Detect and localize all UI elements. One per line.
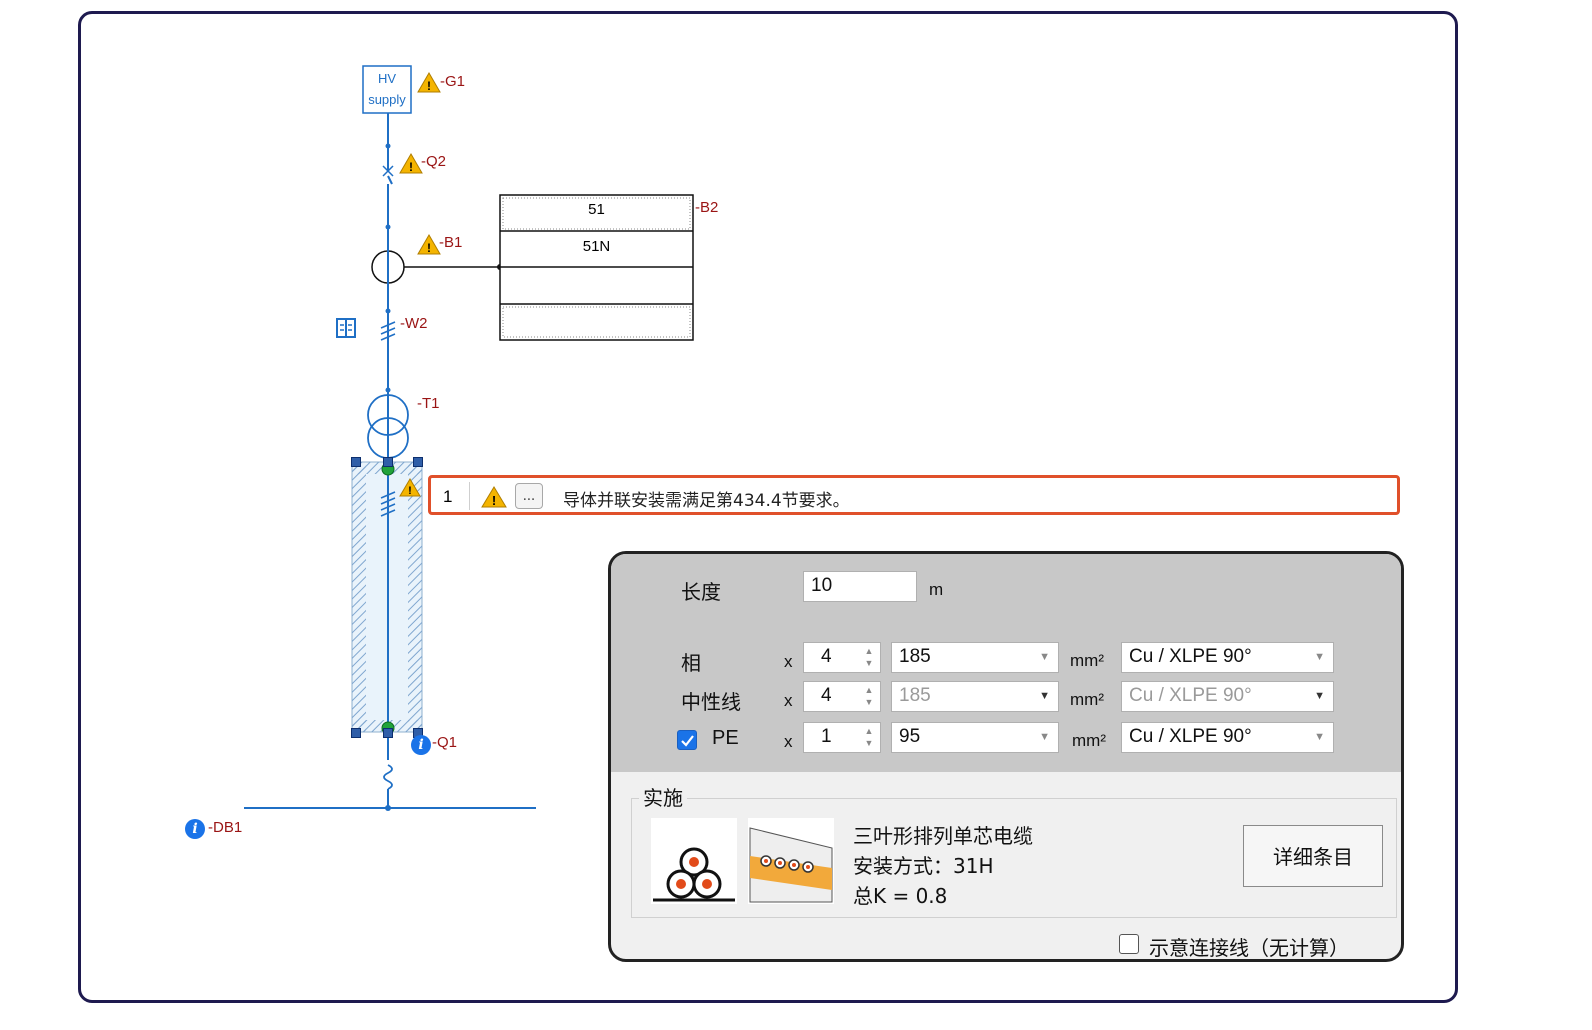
message-text: 导体并联安装需满足第434.4节要求。 xyxy=(563,491,850,511)
phase-size-value: 185 xyxy=(899,646,931,667)
hv-supply-box xyxy=(362,65,412,114)
implementation-title: 实施 xyxy=(639,782,687,811)
phase-count-stepper[interactable]: 4 ▲▼ xyxy=(803,642,881,673)
phase-size-select[interactable]: 185 ▼ xyxy=(891,642,1059,673)
pe-count-value: 1 xyxy=(821,726,832,747)
message-bar[interactable]: 1 ! ... 导体并联安装需满足第434.4节要求。 xyxy=(428,475,1400,515)
warning-icon: ! xyxy=(481,486,507,508)
chevron-down-icon: ▼ xyxy=(1039,690,1050,702)
neutral-size-select[interactable]: 185 ▼ xyxy=(891,681,1059,712)
ref-q1[interactable]: -Q1 xyxy=(432,734,458,751)
hv-supply-line2: supply xyxy=(368,92,406,107)
spinner-arrows-icon[interactable]: ▲▼ xyxy=(864,726,874,748)
implementation-method: 安装方式：31H xyxy=(853,854,994,878)
pe-mm2: mm² xyxy=(1072,731,1106,750)
neutral-mm2: mm² xyxy=(1070,690,1104,709)
warning-icon-cable: ! xyxy=(399,478,421,497)
selection-handle-tc[interactable] xyxy=(383,457,393,467)
neutral-material-value: Cu / XLPE 90° xyxy=(1129,685,1252,706)
implementation-group xyxy=(631,798,1397,918)
spinner-arrows-icon[interactable]: ▲▼ xyxy=(864,685,874,707)
cable-properties-panel: 长度 10 m 相 x 4 ▲▼ 185 ▼ mm² Cu / XLPE 90°… xyxy=(608,551,1404,962)
warning-icon-g1: ! xyxy=(417,72,441,93)
transformer-t1 xyxy=(367,394,409,436)
chevron-down-icon: ▼ xyxy=(1314,651,1325,663)
pe-count-stepper[interactable]: 1 ▲▼ xyxy=(803,722,881,753)
checkmark-icon xyxy=(681,735,694,747)
installation-tray-icon xyxy=(748,818,834,904)
selection-handle-bl[interactable] xyxy=(351,728,361,738)
neutral-material-select[interactable]: Cu / XLPE 90° ▼ xyxy=(1121,681,1334,712)
ref-t1[interactable]: -T1 xyxy=(417,395,440,412)
book-icon xyxy=(336,318,356,338)
pe-label: PE xyxy=(712,727,739,749)
svg-text:!: ! xyxy=(427,241,431,255)
ref-w2[interactable]: -W2 xyxy=(400,315,428,332)
selection-handle-tl[interactable] xyxy=(351,457,361,467)
selection-handle-bc[interactable] xyxy=(383,728,393,738)
svg-text:!: ! xyxy=(408,485,412,497)
phase-x: x xyxy=(784,652,793,671)
phase-mm2: mm² xyxy=(1070,651,1104,670)
message-details-button[interactable]: ... xyxy=(515,483,543,509)
pe-x: x xyxy=(784,732,793,751)
ref-db1[interactable]: -DB1 xyxy=(208,819,243,836)
phase-label: 相 xyxy=(681,651,701,675)
warning-icon-b1: ! xyxy=(417,234,441,255)
neutral-label: 中性线 xyxy=(681,690,741,714)
chevron-down-icon: ▼ xyxy=(1039,731,1050,743)
ref-g1[interactable]: -G1 xyxy=(440,73,466,90)
ref-b1[interactable]: -B1 xyxy=(439,234,463,251)
pe-material-select[interactable]: Cu / XLPE 90° ▼ xyxy=(1121,722,1334,753)
info-icon-q1[interactable]: i xyxy=(411,735,431,755)
relay-row-1[interactable]: 51 xyxy=(588,201,605,218)
relay-row-2[interactable]: 51N xyxy=(582,238,611,255)
hv-supply-line1: HV xyxy=(377,71,397,86)
implementation-description: 三叶形排列单芯电缆 xyxy=(853,824,1033,848)
svg-text:!: ! xyxy=(492,493,496,508)
pe-checkbox[interactable] xyxy=(677,730,697,750)
svg-text:!: ! xyxy=(409,160,413,174)
neutral-x: x xyxy=(784,691,793,710)
message-separator xyxy=(469,482,470,510)
ref-b2[interactable]: -B2 xyxy=(695,199,719,216)
hv-supply-label[interactable]: HV supply xyxy=(363,68,411,110)
svg-text:!: ! xyxy=(427,79,431,93)
chevron-down-icon: ▼ xyxy=(1039,651,1050,663)
neutral-size-value: 185 xyxy=(899,685,931,706)
pe-material-value: Cu / XLPE 90° xyxy=(1129,726,1252,747)
length-unit: m xyxy=(929,580,944,599)
message-index: 1 xyxy=(443,487,453,506)
warning-icon-q2: ! xyxy=(399,153,423,174)
chevron-down-icon: ▼ xyxy=(1314,731,1325,743)
length-input[interactable]: 10 xyxy=(803,571,917,602)
ref-q2[interactable]: -Q2 xyxy=(421,153,447,170)
pe-size-value: 95 xyxy=(899,726,921,747)
phase-count-value: 4 xyxy=(821,646,832,667)
details-button[interactable]: 详细条目 xyxy=(1243,825,1383,887)
chevron-down-icon: ▼ xyxy=(1314,690,1325,702)
selection-handle-tr[interactable] xyxy=(413,457,423,467)
schematic-connection-checkbox[interactable] xyxy=(1119,934,1139,954)
spinner-arrows-icon[interactable]: ▲▼ xyxy=(864,646,874,668)
phase-material-value: Cu / XLPE 90° xyxy=(1129,646,1252,667)
cable-trefoil-icon xyxy=(651,818,737,904)
neutral-count-value: 4 xyxy=(821,685,832,706)
neutral-count-stepper[interactable]: 4 ▲▼ xyxy=(803,681,881,712)
pe-size-select[interactable]: 95 ▼ xyxy=(891,722,1059,753)
implementation-total-k: 总K = 0.8 xyxy=(853,884,948,908)
schematic-connection-label: 示意连接线（无计算） xyxy=(1149,936,1349,960)
length-label: 长度 xyxy=(681,580,721,604)
relay-block-b2 xyxy=(499,194,694,341)
phase-material-select[interactable]: Cu / XLPE 90° ▼ xyxy=(1121,642,1334,673)
info-icon-db1[interactable]: i xyxy=(185,819,205,839)
